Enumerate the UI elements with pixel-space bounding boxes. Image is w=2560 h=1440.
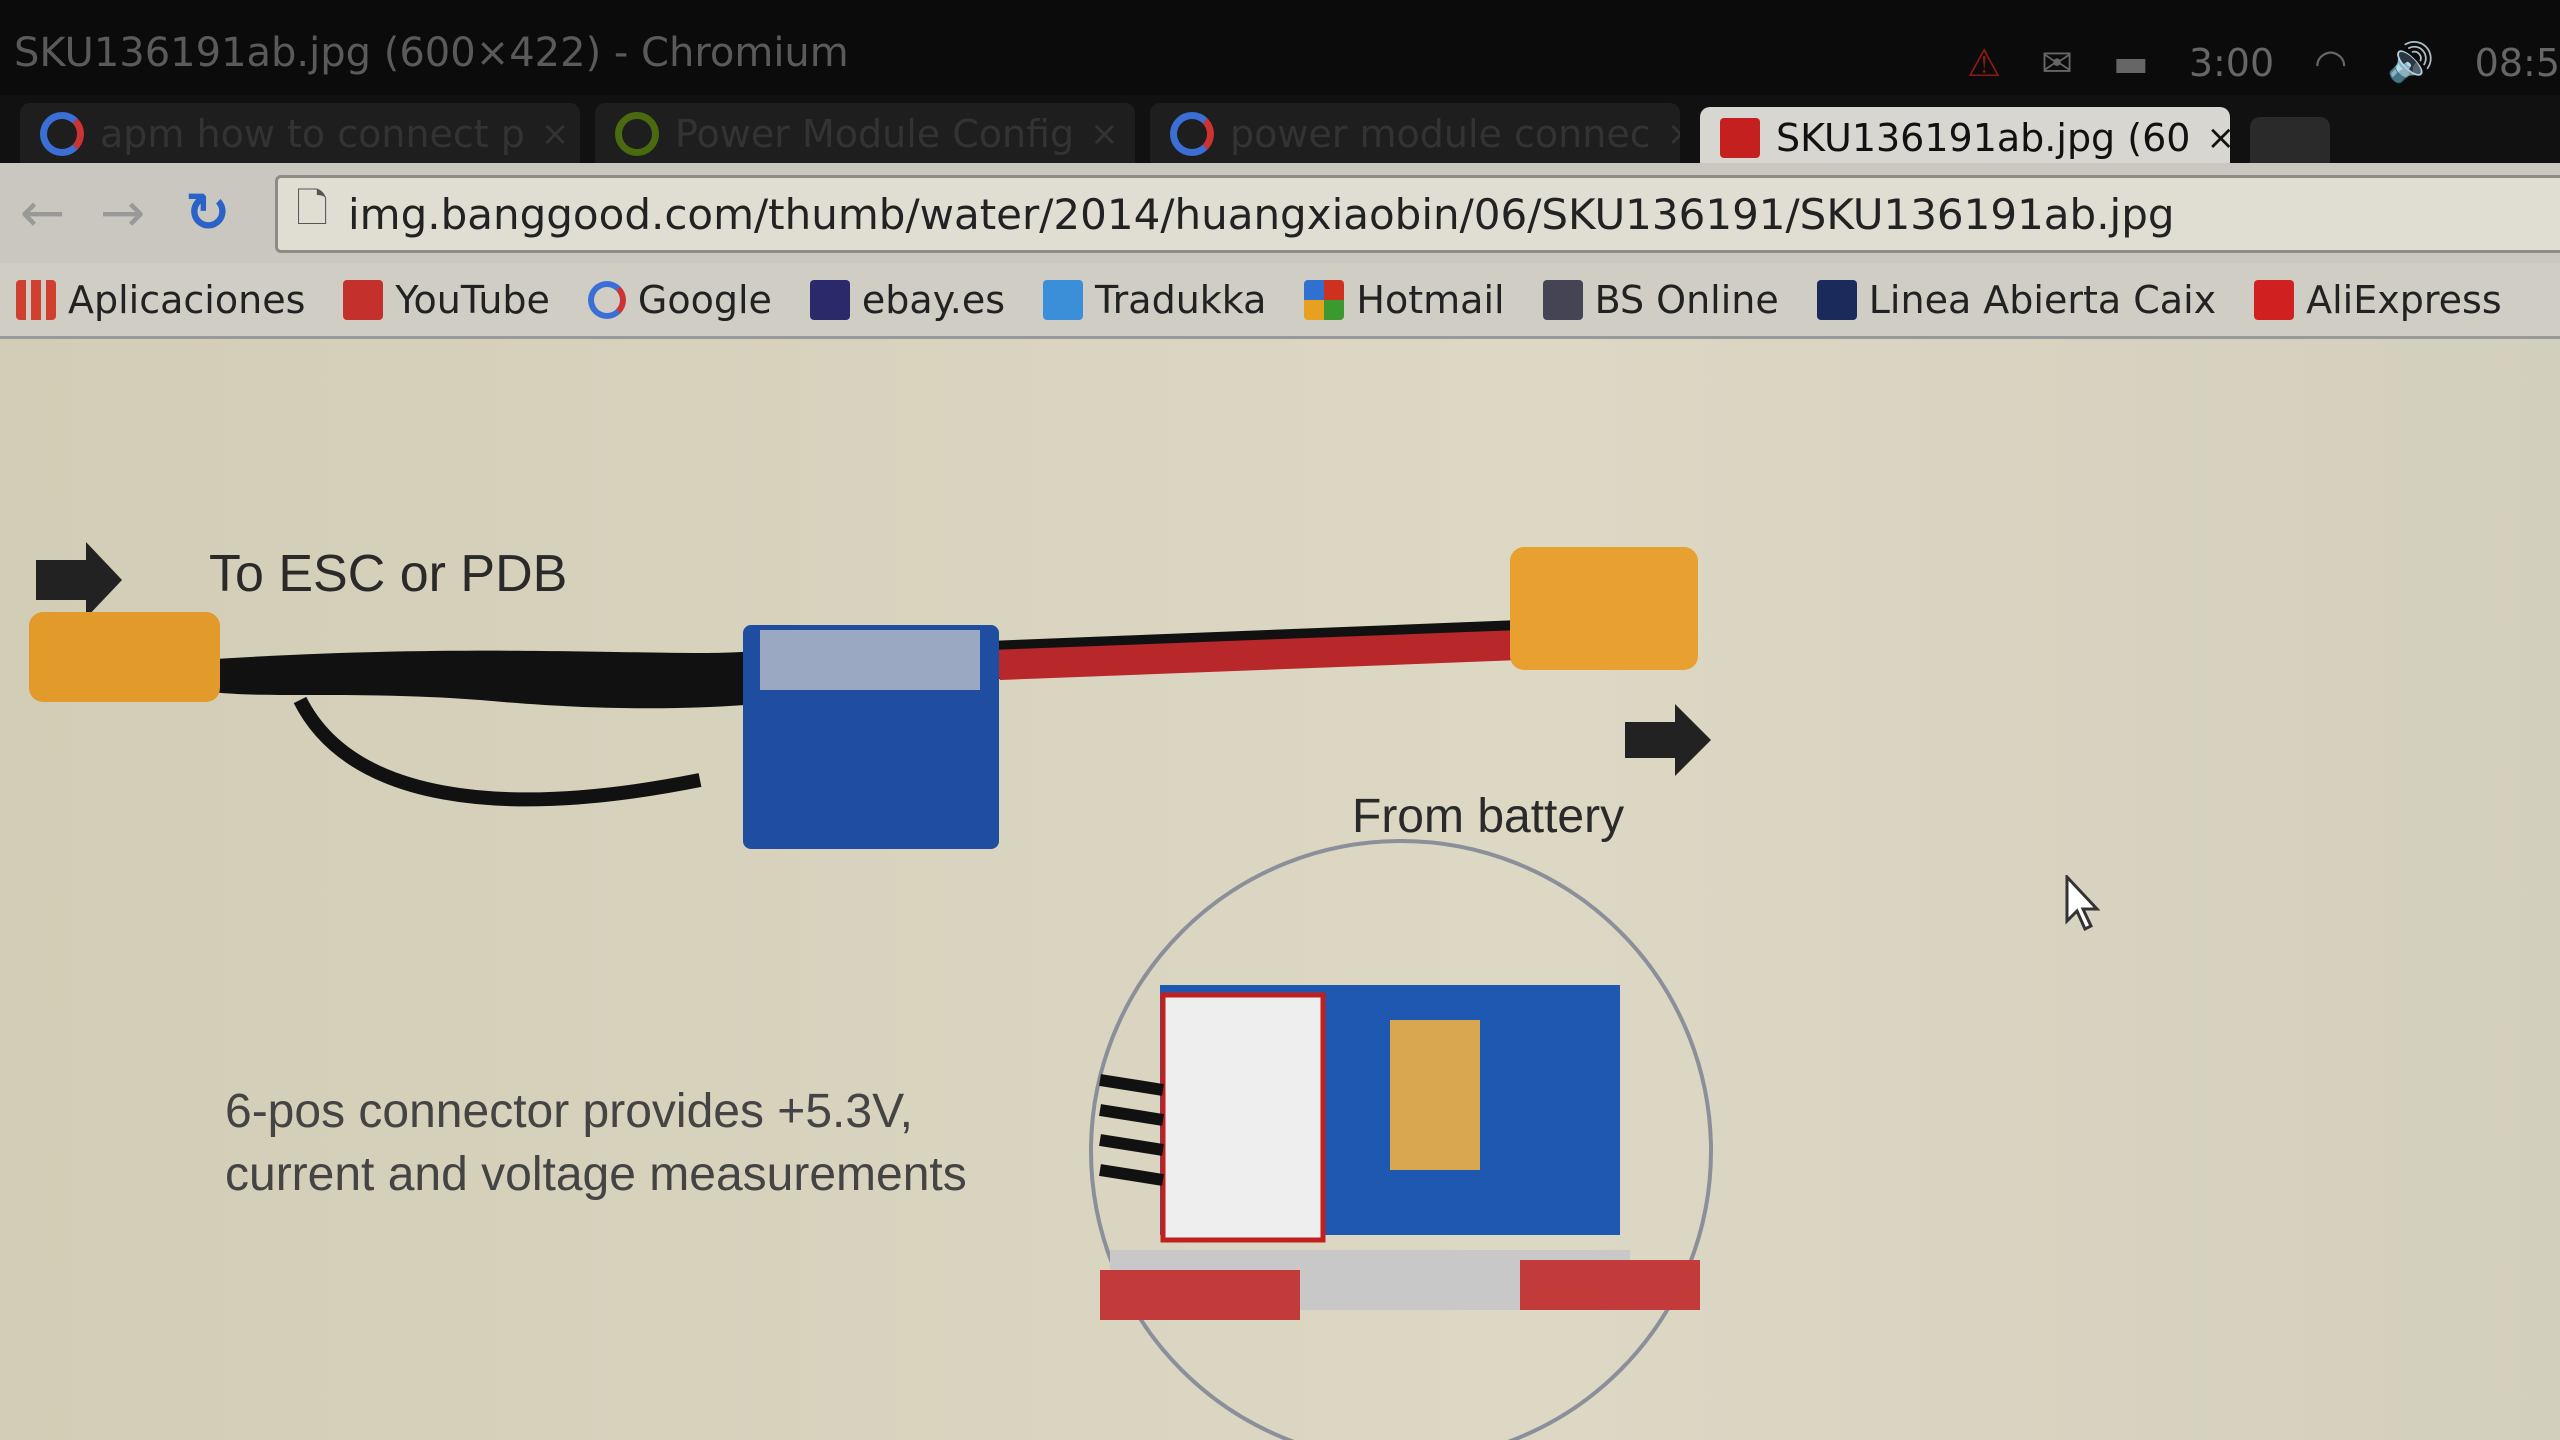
tab-strip: apm how to connect p × Power Module Conf…	[0, 95, 2560, 169]
connector-wires	[1099, 1074, 1164, 1186]
label-from-battery: From battery	[1352, 790, 1625, 843]
detail-wire-right	[1520, 1260, 1700, 1310]
bookmark-hotmail[interactable]: Hotmail	[1304, 277, 1505, 322]
label-to-esc: To ESC or PDB	[209, 545, 568, 603]
window-title: SKU136191ab.jpg (600×422) - Chromium	[14, 30, 849, 76]
battery-icon[interactable]: ▬	[2112, 40, 2149, 85]
toolbar: ← → ↻ 🗋 img.banggood.com/thumb/water/201…	[0, 163, 2560, 263]
tab-sku136191ab[interactable]: SKU136191ab.jpg (60 ×	[1700, 107, 2230, 169]
youtube-icon	[343, 279, 384, 320]
bookmark-ebay[interactable]: ebay.es	[809, 277, 1006, 322]
bookmark-label: YouTube	[395, 277, 550, 322]
google-icon	[587, 280, 626, 319]
label-connector-line2: current and voltage measurements	[225, 1148, 967, 1201]
banggood-icon	[1720, 118, 1760, 158]
forward-button[interactable]: →	[100, 181, 146, 244]
detail-circle	[1089, 839, 1713, 1440]
page-icon: 🗋	[296, 186, 329, 232]
wifi-icon[interactable]: ◠	[2314, 40, 2348, 85]
right-arrow-icon	[1625, 704, 1711, 776]
board-solder-pads	[760, 630, 980, 690]
close-tab-icon[interactable]: ×	[540, 114, 570, 154]
detail-capacitor	[1390, 1020, 1480, 1170]
left-arrow-icon	[36, 542, 122, 618]
connector-highlight	[1160, 992, 1326, 1243]
ebay-icon	[809, 279, 850, 320]
new-tab-button[interactable]	[2250, 117, 2330, 165]
image-viewer: To ESC or PDB From battery 6-pos connect…	[0, 339, 2560, 1440]
label-connector-line1: 6-pos connector provides +5.3V,	[225, 1085, 914, 1138]
caixa-icon	[1816, 279, 1857, 320]
tab-apm-how-to-connect[interactable]: apm how to connect p ×	[20, 103, 580, 165]
window-titlebar: SKU136191ab.jpg (600×422) - Chromium ⚠ ✉…	[0, 0, 2560, 100]
bookmark-linea-abierta[interactable]: Linea Abierta Caix	[1816, 277, 2217, 322]
close-tab-icon[interactable]: ×	[2206, 118, 2230, 158]
bookmark-label: Tradukka	[1095, 277, 1267, 322]
tab-power-module-config[interactable]: Power Module Config ×	[595, 103, 1135, 165]
warning-icon[interactable]: ⚠	[1966, 40, 2002, 85]
clock[interactable]: 08:5	[2474, 40, 2560, 85]
aliexpress-icon	[2254, 279, 2295, 320]
bookmark-tradukka[interactable]: Tradukka	[1043, 278, 1266, 322]
bookmark-label: Hotmail	[1356, 277, 1505, 322]
bs-online-icon	[1542, 279, 1583, 320]
battery-time[interactable]: 3:00	[2188, 40, 2275, 85]
site-icon	[615, 112, 659, 156]
bookmark-label: Linea Abierta Caix	[1868, 277, 2217, 322]
volume-icon[interactable]: 🔊	[2387, 40, 2435, 84]
hotmail-icon	[1304, 279, 1345, 320]
close-tab-icon[interactable]: ×	[1667, 114, 1680, 154]
tab-label: apm how to connect p	[100, 112, 525, 156]
apps-icon	[16, 279, 56, 320]
google-icon	[40, 112, 84, 156]
bookmark-google[interactable]: Google	[587, 277, 772, 322]
detail-wire-left	[1100, 1270, 1300, 1320]
tab-label: Power Module Config	[675, 112, 1075, 156]
signal-cable	[293, 696, 702, 807]
bookmark-label: Google	[637, 277, 772, 322]
bookmark-label: BS Online	[1594, 277, 1779, 322]
bookmark-aplicaciones[interactable]: Aplicaciones	[16, 278, 305, 322]
tab-label: power module connec	[1230, 112, 1651, 156]
red-wire	[990, 630, 1520, 680]
bookmark-label: ebay.es	[861, 277, 1006, 322]
bookmark-bs-online[interactable]: BS Online	[1542, 277, 1779, 322]
google-icon	[1170, 112, 1214, 156]
url-text[interactable]: img.banggood.com/thumb/water/2014/huangx…	[348, 189, 2175, 239]
bookmark-aliexpress[interactable]: AliExpress	[2254, 278, 2502, 322]
mouse-cursor-icon	[2065, 875, 2101, 932]
close-tab-icon[interactable]: ×	[1090, 114, 1119, 154]
reload-button[interactable]: ↻	[185, 181, 231, 244]
bookmark-label: AliExpress	[2306, 277, 2502, 322]
tradukka-icon	[1043, 279, 1084, 320]
xt60-connector-left	[29, 612, 220, 702]
xt60-connector-right	[1510, 547, 1698, 670]
bookmark-youtube[interactable]: YouTube	[343, 278, 550, 322]
tab-label: SKU136191ab.jpg (60	[1776, 116, 2191, 160]
system-tray: ⚠ ✉ ▬ 3:00 ◠ 🔊 08:5	[1967, 40, 2560, 85]
product-photo	[29, 542, 1713, 1440]
bookmark-label: Aplicaciones	[68, 277, 306, 322]
back-button[interactable]: ←	[20, 181, 66, 244]
bookmarks-bar: Aplicaciones YouTube Google ebay.es Trad…	[0, 263, 2560, 339]
address-bar[interactable]: 🗋 img.banggood.com/thumb/water/2014/huan…	[275, 175, 2560, 253]
tab-power-module-connect[interactable]: power module connec ×	[1150, 103, 1680, 165]
mail-icon[interactable]: ✉	[2041, 40, 2073, 85]
